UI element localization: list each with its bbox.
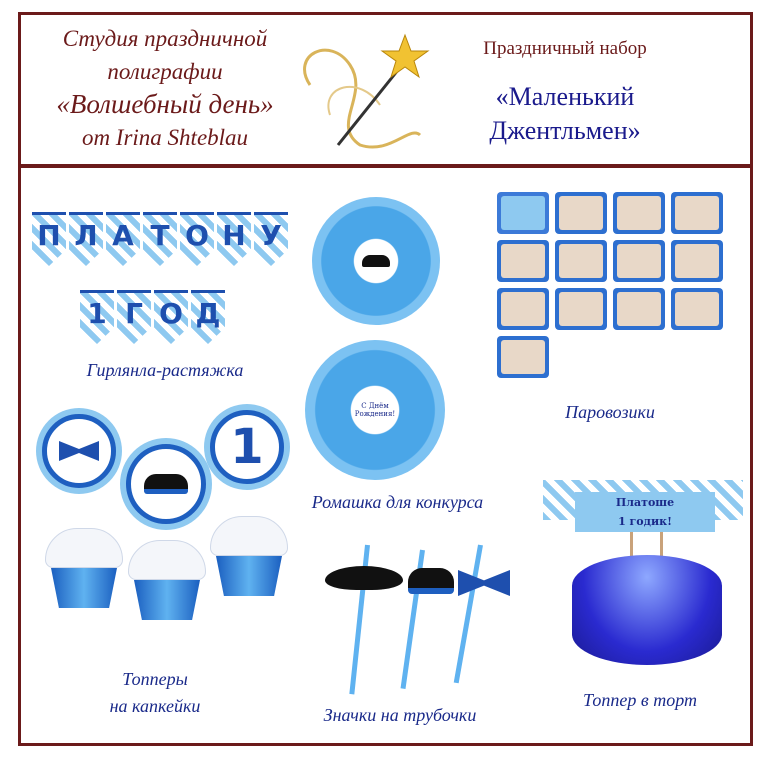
cupcakes-label: Топперы на капкейки bbox=[60, 666, 250, 720]
garland-flag: Г bbox=[117, 290, 151, 344]
cupcake-topper-bowtie bbox=[42, 414, 116, 488]
bowtie-icon bbox=[59, 441, 99, 461]
straws-label: Значки на трубочки bbox=[323, 705, 477, 725]
garland-row-1: П Л А Т О Н У bbox=[32, 212, 288, 266]
daisy-contest: С Днём Рождения! bbox=[305, 340, 445, 480]
train-car bbox=[497, 336, 549, 378]
daisy-top bbox=[312, 197, 440, 325]
garland-flag: Т bbox=[143, 212, 177, 266]
studio-name: «Волшебный день» bbox=[56, 89, 274, 119]
bowler-hat-icon bbox=[362, 255, 390, 267]
bowler-hat-icon bbox=[408, 568, 454, 594]
banner-line: 1 годик! bbox=[618, 515, 672, 528]
garland-flag: О bbox=[180, 212, 214, 266]
cupcake bbox=[128, 540, 206, 620]
train-car bbox=[555, 192, 607, 234]
mustache-icon bbox=[325, 566, 403, 590]
birthday-cake bbox=[572, 555, 722, 665]
train-car bbox=[671, 192, 723, 234]
cupcake bbox=[45, 528, 123, 608]
garland-flag: Н bbox=[217, 212, 251, 266]
train-car bbox=[671, 288, 723, 330]
train-grid bbox=[497, 192, 729, 378]
page-frame bbox=[18, 12, 753, 746]
garland-row-2: 1 Г О Д bbox=[80, 290, 225, 344]
bowler-hat-icon bbox=[144, 474, 188, 494]
cupcake-topper-hat bbox=[126, 444, 206, 524]
header-divider bbox=[18, 164, 753, 168]
daisy-label: Ромашка для конкурса bbox=[311, 492, 484, 512]
set-name: «Маленький Джентльмен» bbox=[430, 80, 700, 148]
train-car bbox=[555, 240, 607, 282]
garland-flag: Д bbox=[191, 290, 225, 344]
magic-wand-icon bbox=[303, 33, 430, 149]
cupcake bbox=[210, 516, 288, 596]
label-line: на капкейки bbox=[109, 696, 201, 716]
daisy-center-text: С Днём Рождения! bbox=[354, 402, 396, 418]
trains-label: Паровозики bbox=[565, 402, 655, 422]
garland-flag: 1 bbox=[80, 290, 114, 344]
cake-label: Топпер в торт bbox=[583, 690, 697, 710]
cupcake-topper-number: 1 bbox=[210, 410, 284, 484]
studio-title: Студия праздничной полиграфии «Волшебный… bbox=[25, 22, 305, 154]
train-car bbox=[613, 288, 665, 330]
locomotive bbox=[497, 192, 549, 234]
topper-stick bbox=[660, 532, 663, 562]
garland-flag: У bbox=[254, 212, 288, 266]
train-car bbox=[671, 240, 723, 282]
garland-flag: П bbox=[32, 212, 66, 266]
cake-banner: Платоше 1 годик! bbox=[575, 492, 715, 532]
studio-line: Студия праздничной bbox=[62, 26, 268, 51]
garland-flag: А bbox=[106, 212, 140, 266]
studio-line: полиграфии bbox=[107, 59, 223, 84]
set-name-line: «Маленький bbox=[495, 82, 635, 111]
label-line: Топперы bbox=[122, 669, 188, 689]
banner-line: Платоше bbox=[615, 496, 675, 509]
set-name-line: Джентльмен» bbox=[489, 116, 641, 145]
train-car bbox=[613, 240, 665, 282]
train-car bbox=[497, 288, 549, 330]
set-label: Праздничный набор bbox=[483, 38, 647, 59]
garland-label: Гирлянла-растяжка bbox=[86, 360, 244, 380]
garland-flag: Л bbox=[69, 212, 103, 266]
studio-author: от Irina Shteblau bbox=[81, 125, 249, 150]
train-car bbox=[555, 288, 607, 330]
topper-stick bbox=[630, 532, 633, 562]
train-car bbox=[613, 192, 665, 234]
train-car bbox=[497, 240, 549, 282]
garland-flag: О bbox=[154, 290, 188, 344]
